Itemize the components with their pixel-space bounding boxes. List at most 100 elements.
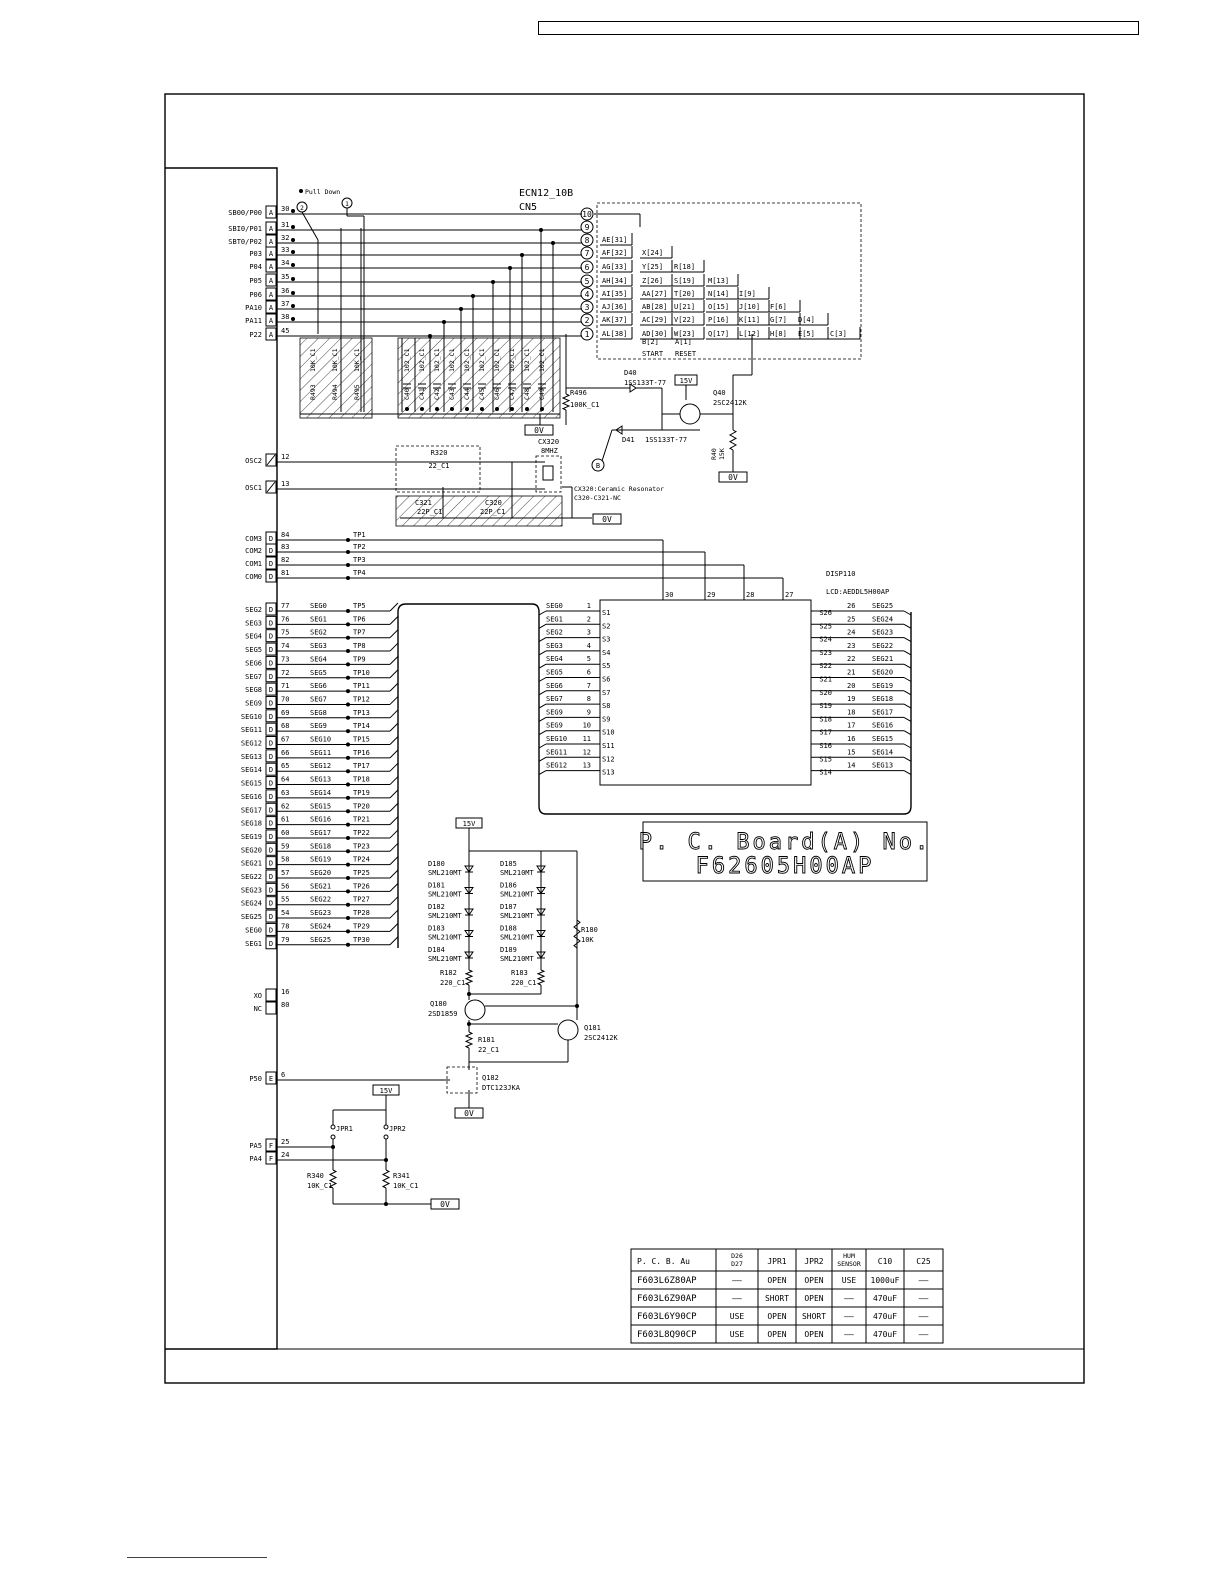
lcd-right-s: S18	[819, 715, 832, 723]
r320-frame	[395, 445, 481, 493]
seg-box	[265, 936, 277, 950]
seg-net: SEG1	[310, 615, 327, 623]
lcd-right-net: SEG18	[872, 695, 893, 703]
seg-pin: 67	[281, 736, 289, 744]
led-val-right: SML210MT	[500, 934, 535, 942]
seg-port: D	[269, 646, 273, 654]
seg-net: SEG21	[310, 882, 331, 890]
led-ref-left: D183	[428, 925, 445, 933]
seg-tp: TP9	[353, 655, 366, 663]
gnd-jpr	[430, 1198, 460, 1210]
seg-port: D	[269, 740, 273, 748]
com-pin: 81	[281, 569, 289, 577]
seg-pin: 76	[281, 615, 289, 623]
com-tp: TP2	[353, 543, 366, 551]
junction-dot	[495, 407, 499, 411]
lcd-right-net: SEG23	[872, 629, 893, 637]
lcd-left-net: SEG11	[546, 748, 567, 756]
led-val-left: SML210MT	[428, 934, 463, 942]
port-letter: A	[269, 331, 274, 339]
r40-ref: R40	[710, 448, 718, 460]
marker-1-label: 1	[345, 200, 349, 208]
pin-dot	[291, 209, 295, 213]
led-val-left: SML210MT	[428, 955, 463, 963]
gnd-top-label: 0V	[534, 426, 544, 435]
seg-net: SEG16	[310, 816, 331, 824]
seg-tp: TP5	[353, 602, 366, 610]
lcd-left-net: SEG4	[546, 655, 563, 663]
lcd-left-pin: 12	[583, 748, 591, 756]
seg-box	[265, 749, 277, 763]
jpr2-pad	[383, 1124, 389, 1130]
lcd-bus-entry	[903, 637, 912, 643]
lcd-bus-entry	[538, 756, 547, 762]
lcd-right-s: S23	[819, 649, 832, 657]
lcd-com-pin: 29	[707, 591, 715, 599]
com-box	[265, 569, 277, 583]
lcd-left-s: S11	[602, 742, 615, 750]
connector-pin-label: 2	[585, 316, 590, 325]
table-cell: 470uF	[873, 1294, 897, 1303]
lcd-right-pin: 22	[847, 655, 855, 663]
lcd-left-net: SEG5	[546, 669, 563, 677]
misc-name-pa4: PA4	[249, 1155, 262, 1163]
lcd-left-s: S3	[602, 636, 610, 644]
seg-bus-entry	[389, 869, 399, 879]
connector-pin-label: 7	[585, 249, 590, 258]
r183-val: 220_C1	[511, 979, 536, 987]
lcd-right-pin: 26	[847, 602, 855, 610]
lcd-com-pin: 27	[785, 591, 793, 599]
seg-port: D	[269, 753, 273, 761]
seg-name-seg0: SEG0	[245, 926, 262, 934]
seg-port: D	[269, 820, 273, 828]
lcd-bus-entry	[538, 730, 547, 736]
lcd-right-s: S26	[819, 609, 832, 617]
seg-box	[265, 642, 277, 656]
lcd-left-pin: 10	[583, 722, 591, 730]
seg-bus-entry	[389, 642, 399, 652]
port-letter: A	[269, 209, 274, 217]
r182-ref: R182	[440, 969, 457, 977]
d41-symbol	[615, 425, 623, 435]
table-cell: F603L8Q90CP	[637, 1330, 697, 1340]
cap-val: 102_C1	[508, 348, 516, 372]
key-w23: W[23]	[674, 330, 695, 338]
q182-val: DTC123JKA	[482, 1084, 521, 1092]
seg-net: SEG8	[310, 709, 327, 717]
port-name-pa10: PA10	[245, 304, 262, 312]
lcd-com-pin: 28	[746, 591, 754, 599]
led-val-left: SML210MT	[428, 869, 463, 877]
led-val-right: SML210MT	[500, 955, 535, 963]
com-box	[265, 543, 277, 557]
seg-port: D	[269, 699, 273, 707]
lcd-right-net: SEG14	[872, 748, 893, 756]
table-cell: F603L6Z80AP	[637, 1276, 697, 1286]
lcd-bus-entry	[903, 623, 912, 629]
key-c3: C[3]	[830, 330, 847, 338]
seg-name-seg7: SEG7	[245, 673, 262, 681]
port-name-p22: P22	[249, 331, 262, 339]
seg-pin: 79	[281, 936, 289, 944]
seg-pin: 66	[281, 749, 289, 757]
r180	[573, 919, 581, 949]
cx320-ref: CX320	[538, 438, 559, 446]
table-cell: ——	[732, 1294, 742, 1303]
cap-val: 102_C1	[448, 348, 456, 372]
pin-number: 31	[281, 221, 289, 229]
com-name-com3: COM3	[245, 535, 262, 543]
seg-box	[265, 602, 277, 616]
seg-tp: TP18	[353, 776, 370, 784]
misc-name-pa5: PA5	[249, 1142, 262, 1150]
lcd-left-pin: 11	[583, 735, 591, 743]
seg-box	[265, 695, 277, 709]
junction-dot	[420, 407, 424, 411]
seg-port: D	[269, 673, 273, 681]
key-ab28: AB[28]	[642, 303, 667, 311]
lcd-right-net: SEG25	[872, 602, 893, 610]
seg-tp: TP8	[353, 642, 366, 650]
seg-bus-entry	[389, 896, 399, 906]
lcd-left-s: S13	[602, 769, 615, 777]
misc-box	[265, 1151, 277, 1165]
lcd-body	[599, 599, 812, 786]
port-box-35	[265, 273, 277, 287]
